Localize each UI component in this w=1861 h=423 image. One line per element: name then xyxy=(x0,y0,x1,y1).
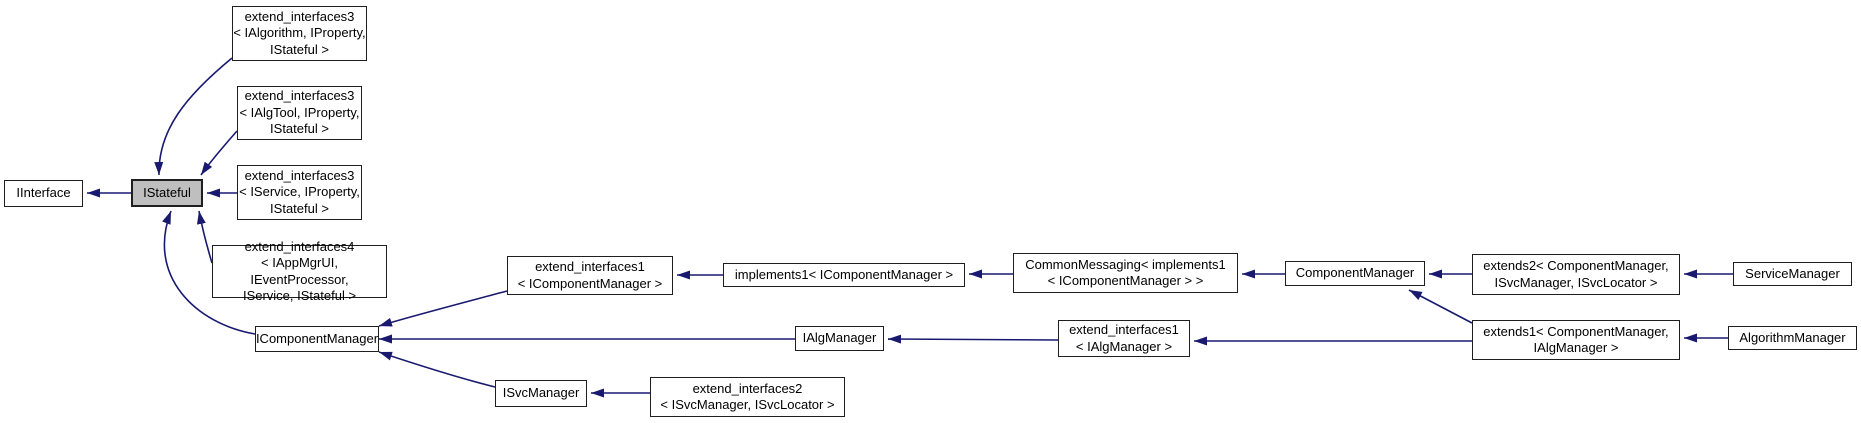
node-extend-interfaces1-icomponentmanager[interactable]: extend_interfaces1 < IComponentManager > xyxy=(507,256,673,295)
node-icomponentmanager[interactable]: IComponentManager xyxy=(255,326,379,352)
node-componentmanager[interactable]: ComponentManager xyxy=(1285,261,1425,286)
node-ialgmanager[interactable]: IAlgManager xyxy=(795,326,884,351)
edge-ei1-icm-to-icomponentmanager xyxy=(378,290,508,327)
node-iinterface[interactable]: IInterface xyxy=(4,180,83,207)
node-istateful: IStateful xyxy=(131,179,203,207)
node-extends1[interactable]: extends1< ComponentManager, IAlgManager … xyxy=(1472,320,1680,360)
node-extend-interfaces3-ialgorithm[interactable]: extend_interfaces3 < IAlgorithm, IProper… xyxy=(232,6,367,61)
node-isvcmanager[interactable]: ISvcManager xyxy=(495,380,587,407)
edge-ei3-ialgorithm-to-istateful xyxy=(154,57,233,176)
node-algorithmmanager[interactable]: AlgorithmManager xyxy=(1728,326,1857,350)
edge-ei3-ialgtool-to-istateful xyxy=(200,130,238,176)
node-commonmessaging[interactable]: CommonMessaging< implements1 < IComponen… xyxy=(1013,253,1238,293)
node-extends2[interactable]: extends2< ComponentManager, ISvcManager,… xyxy=(1472,254,1680,295)
node-extend-interfaces2-isvcmanager[interactable]: extend_interfaces2 < ISvcManager, ISvcLo… xyxy=(650,377,845,417)
edge-extends1-to-componentmanager xyxy=(1408,289,1473,324)
node-servicemanager[interactable]: ServiceManager xyxy=(1733,262,1852,286)
edge-isvcmanager-to-icomponentmanager xyxy=(378,351,496,388)
edge-ei1-ialgmanager-to-ialgmanager xyxy=(887,334,1059,344)
node-extend-interfaces4-iappmgrui[interactable]: extend_interfaces4 < IAppMgrUI, IEventPr… xyxy=(212,239,387,303)
node-extend-interfaces1-ialgmanager[interactable]: extend_interfaces1 < IAlgManager > xyxy=(1058,320,1190,357)
edge-icomponentmanager-to-istateful xyxy=(162,210,256,335)
node-implements1[interactable]: implements1< IComponentManager > xyxy=(723,263,965,287)
node-extend-interfaces3-iservice[interactable]: extend_interfaces3 < IService, IProperty… xyxy=(237,165,362,220)
node-extend-interfaces3-ialgtool[interactable]: extend_interfaces3 < IAlgTool, IProperty… xyxy=(237,86,362,140)
edge-ei4-to-istateful xyxy=(196,210,213,264)
